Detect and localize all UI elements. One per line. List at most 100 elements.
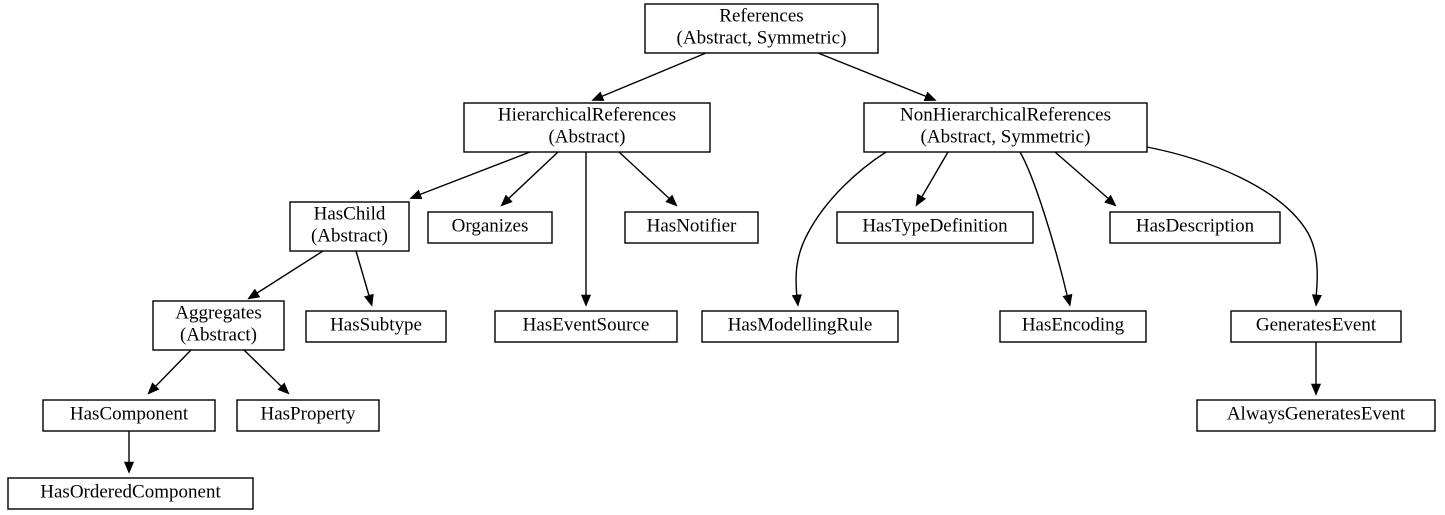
edge-references-to-hierarchicalreferences [591, 52, 707, 101]
node-alwaysgeneratesevent[interactable]: AlwaysGeneratesEvent [1196, 399, 1436, 432]
node-box[interactable] [463, 102, 711, 153]
node-box[interactable] [999, 310, 1147, 343]
edge-hierarchicalreferences-to-haschild [409, 151, 531, 200]
node-label-line: HasDescription [1136, 216, 1255, 237]
node-label-line: HasChild [314, 204, 386, 225]
node-box[interactable] [644, 3, 879, 54]
node-label-line: HasModellingRule [728, 315, 873, 336]
node-hasnotifier[interactable]: HasNotifier [624, 211, 759, 244]
edge-arrowhead [363, 293, 374, 307]
node-box[interactable] [289, 201, 410, 252]
edge-line [152, 349, 192, 390]
node-label-line: Aggregates [175, 303, 262, 324]
node-generatesevent[interactable]: GeneratesEvent [1230, 310, 1402, 343]
edge-nonhierarchicalreferences-to-generatesevent [1146, 146, 1323, 307]
node-haschild[interactable]: HasChild(Abstract) [289, 201, 410, 252]
edge-arrowhead [923, 91, 937, 101]
node-label-line: (Abstract) [548, 127, 625, 148]
edge-line [505, 151, 559, 202]
node-box[interactable] [1230, 310, 1402, 343]
node-organizes[interactable]: Organizes [427, 211, 553, 244]
node-label-line: HasOrderedComponent [40, 482, 221, 503]
node-box[interactable] [836, 211, 1034, 244]
edge-line [919, 151, 949, 201]
edge-haschild-to-aggregates [247, 250, 324, 300]
node-label-line: HasProperty [261, 404, 356, 425]
node-box[interactable] [1196, 399, 1436, 432]
node-hierarchicalreferences[interactable]: HierarchicalReferences(Abstract) [463, 102, 711, 153]
node-hastypedefinition[interactable]: HasTypeDefinition [836, 211, 1034, 244]
edge-hascomponent-to-hasorderedcomponent [123, 431, 135, 474]
node-aggregates[interactable]: Aggregates(Abstract) [152, 300, 285, 351]
node-label-line: (Abstract, Symmetric) [677, 28, 847, 49]
node-hasdescription[interactable]: HasDescription [1109, 211, 1281, 244]
node-box[interactable] [1109, 211, 1281, 244]
node-hasorderedcomponent[interactable]: HasOrderedComponent [7, 477, 254, 510]
node-box[interactable] [863, 102, 1148, 153]
node-box[interactable] [42, 399, 216, 432]
node-hascomponent[interactable]: HasComponent [42, 399, 216, 432]
node-box[interactable] [701, 310, 899, 343]
edge-references-to-nonhierarchicalreferences [817, 52, 937, 101]
node-box[interactable] [494, 310, 678, 343]
node-label-line: HasTypeDefinition [862, 216, 1008, 237]
edge-line [795, 151, 887, 299]
node-label-line: HasEventSource [523, 315, 650, 336]
node-box[interactable] [236, 399, 380, 432]
node-references[interactable]: References(Abstract, Symmetric) [644, 3, 879, 54]
edge-arrowhead [409, 189, 423, 200]
edge-generatesevent-to-alwaysgeneratesevent [1310, 342, 1322, 396]
node-label: HasNotifier [647, 216, 737, 237]
node-label-line: References [719, 6, 803, 27]
node-label: HasEventSource [523, 315, 650, 336]
edge-nonhierarchicalreferences-to-hasmodellingrule [791, 151, 887, 307]
node-hasmodellingrule[interactable]: HasModellingRule [701, 310, 899, 343]
node-box[interactable] [7, 477, 254, 510]
edge-arrowhead [1062, 293, 1073, 307]
node-label: HasSubtype [330, 315, 422, 336]
node-label-line: HierarchicalReferences [498, 105, 676, 126]
node-hassubtype[interactable]: HasSubtype [305, 310, 447, 343]
edge-aggregates-to-hascomponent [147, 349, 192, 395]
edge-arrowhead [1104, 194, 1117, 207]
edge-line [1146, 146, 1318, 299]
edge-arrowhead [665, 194, 678, 207]
node-label-line: NonHierarchicalReferences [900, 105, 1111, 126]
node-label: Organizes [452, 216, 529, 237]
node-nonhierarchicalreferences[interactable]: NonHierarchicalReferences(Abstract, Symm… [863, 102, 1148, 153]
edge-arrowhead [147, 382, 160, 395]
edge-line [355, 250, 371, 300]
edge-arrowhead [915, 193, 927, 207]
edge-arrowhead [791, 294, 802, 307]
node-box[interactable] [152, 300, 285, 351]
edge-hierarchicalreferences-to-haseventsource [580, 152, 592, 307]
node-label: HasComponent [70, 404, 189, 425]
node-label-line: AlwaysGeneratesEvent [1227, 404, 1406, 425]
edge-arrowhead [500, 194, 513, 207]
node-label-line: GeneratesEvent [1256, 315, 1377, 336]
edge-arrowhead [580, 294, 592, 307]
edge-arrowhead [123, 461, 135, 474]
node-label-line: (Abstract) [180, 325, 257, 346]
edge-aggregates-to-hasproperty [243, 349, 290, 395]
node-hasproperty[interactable]: HasProperty [236, 399, 380, 432]
node-hasencoding[interactable]: HasEncoding [999, 310, 1147, 343]
edge-arrowhead [591, 91, 605, 101]
node-label-line: HasComponent [70, 404, 189, 425]
node-haseventsource[interactable]: HasEventSource [494, 310, 678, 343]
edge-haschild-to-hassubtype [355, 250, 374, 307]
edge-hierarchicalreferences-to-organizes [500, 151, 559, 207]
node-label-line: Organizes [452, 216, 529, 237]
edge-line [597, 52, 707, 99]
node-box[interactable] [427, 211, 553, 244]
node-layer: References(Abstract, Symmetric) Hierarchi… [7, 3, 1436, 510]
edge-nonhierarchicalreferences-to-hasencoding [1019, 151, 1073, 307]
node-label: HasChild(Abstract) [311, 204, 388, 247]
node-label: References(Abstract, Symmetric) [677, 6, 847, 49]
node-box[interactable] [624, 211, 759, 244]
edge-line [243, 349, 285, 390]
node-box[interactable] [305, 310, 447, 343]
edge-layer [123, 52, 1323, 474]
